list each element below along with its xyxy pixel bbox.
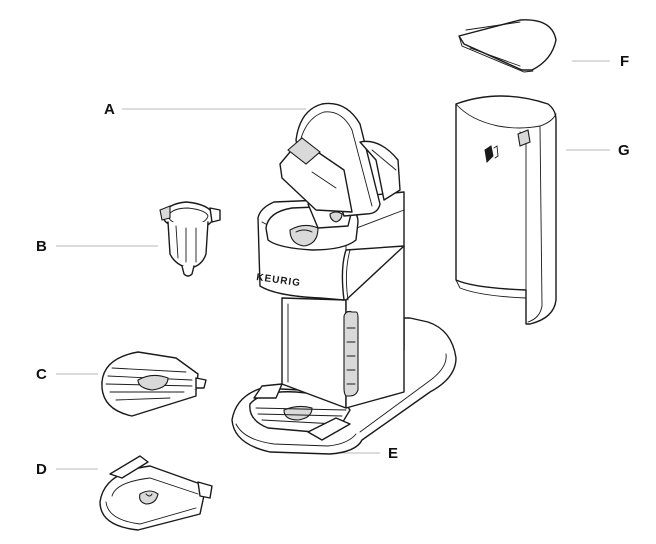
callout-label-c: C [36,366,47,383]
water-level-marks [346,327,356,385]
pod-holder-illustration [159,201,221,277]
drip-tray-base-illustration [99,455,213,531]
leader-lines [56,60,610,470]
callout-label-e: E [388,445,398,462]
callout-label-b: B [36,238,47,255]
callout-label-f: F [620,53,629,70]
drip-tray-plate-illustration [101,351,207,417]
callout-label-a: A [104,101,115,118]
reservoir-lid-illustration [458,19,557,73]
water-reservoir-illustration [455,95,557,325]
callout-labels: A B C D E F G [36,53,630,478]
callout-label-d: D [36,461,47,478]
brewer-main-unit-illustration: KEURIG [231,102,457,455]
callout-label-g: G [618,142,630,159]
